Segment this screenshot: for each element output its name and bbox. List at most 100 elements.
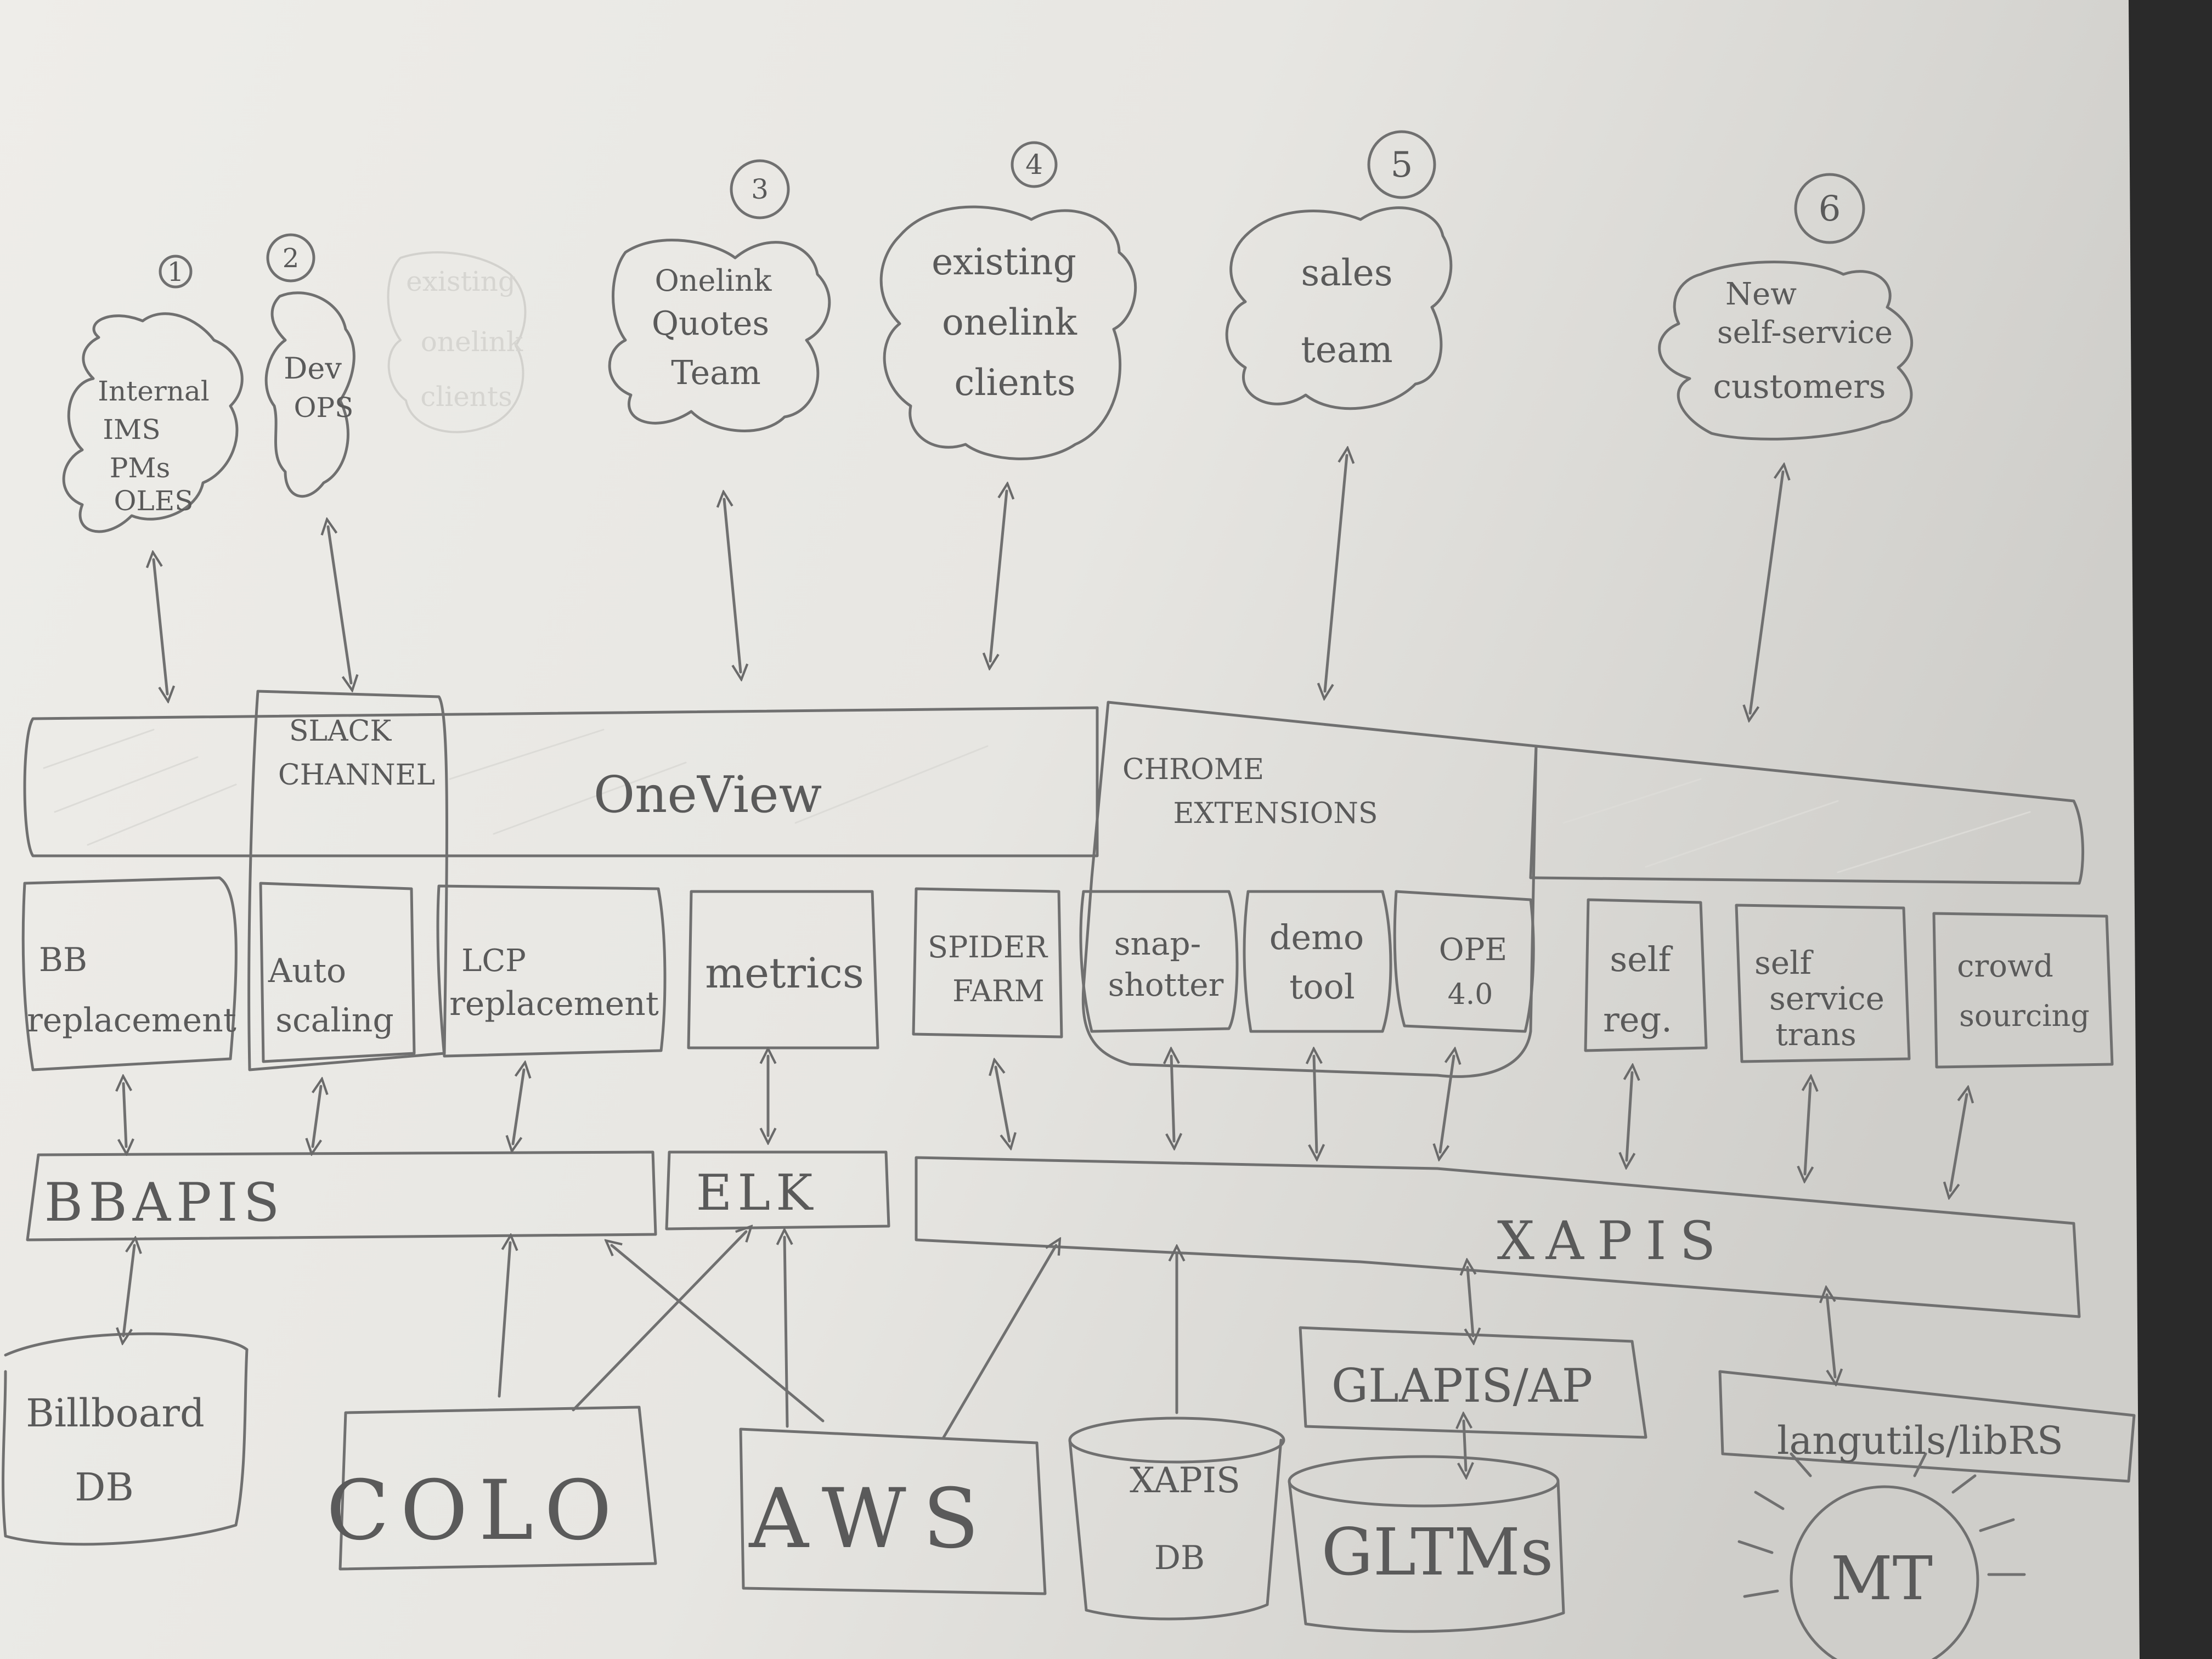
stakeholder-arrows bbox=[154, 455, 1783, 713]
component-lcp-line-2: replacement bbox=[449, 985, 659, 1023]
component-sst-line-2: service bbox=[1769, 980, 1884, 1017]
component-selfreg-line-1: self bbox=[1610, 939, 1673, 979]
cloud-shape bbox=[879, 205, 1137, 460]
component-boxes bbox=[21, 876, 2114, 1071]
component-sst-line-3: trans bbox=[1775, 1017, 1856, 1053]
number-circle bbox=[159, 255, 193, 289]
stakeholder-2 bbox=[264, 233, 356, 498]
number-circle bbox=[1011, 141, 1058, 188]
billboard-db-line-1: Billboard bbox=[26, 1391, 205, 1436]
stakeholder-2-number: 2 bbox=[283, 243, 300, 274]
stakeholder-6 bbox=[1658, 173, 1914, 441]
bbapis-label: BBAPIS bbox=[44, 1172, 285, 1233]
component-snap-line-2: shotter bbox=[1108, 966, 1224, 1003]
component-selfreg-line-2: reg. bbox=[1603, 1000, 1672, 1040]
cloud-shape bbox=[1225, 206, 1453, 410]
stakeholder-5-line-1: sales bbox=[1301, 252, 1392, 294]
stakeholder-2-line-1: Dev bbox=[284, 351, 342, 386]
component-auto-line-1: Auto bbox=[268, 952, 346, 990]
stakeholder-1-line-1: Internal bbox=[98, 375, 210, 407]
elk-label: ELK bbox=[696, 1164, 819, 1222]
stakeholder-1-number: 1 bbox=[167, 257, 184, 287]
stakeholder-1 bbox=[62, 255, 244, 533]
number-circle bbox=[730, 159, 790, 219]
xapis-label: XAPIS bbox=[1497, 1210, 1729, 1272]
stakeholder-5 bbox=[1225, 130, 1453, 410]
component-auto-line-2: scaling bbox=[275, 1001, 394, 1040]
component-demo-line-2: tool bbox=[1289, 967, 1355, 1007]
slack-channel-line-2: CHANNEL bbox=[278, 759, 435, 792]
faint-cloud bbox=[387, 251, 527, 433]
stakeholder-4-line-1: existing bbox=[932, 241, 1076, 283]
number-circle bbox=[1367, 130, 1436, 199]
hatching bbox=[43, 729, 2031, 873]
stakeholder-1-line-4: OLES bbox=[114, 485, 194, 517]
stakeholder-4-line-2: onelink bbox=[942, 301, 1077, 343]
oneview-bar bbox=[23, 706, 1099, 857]
component-crowd-line-2: sourcing bbox=[1959, 998, 2090, 1033]
stakeholder-6-line-2: self-service bbox=[1717, 315, 1893, 351]
elk-bar bbox=[665, 1150, 890, 1231]
stakeholder-4 bbox=[879, 141, 1137, 460]
component-demo-line-1: demo bbox=[1269, 917, 1364, 957]
chrome-extensions-line-1: CHROME bbox=[1122, 753, 1264, 786]
component-api-arrows bbox=[123, 1056, 1967, 1190]
xapis-db-line-2: DB bbox=[1154, 1539, 1205, 1577]
stakeholder-2-line-2: OPS bbox=[294, 392, 354, 424]
oneview-label: OneView bbox=[594, 765, 822, 824]
backend-arrows bbox=[123, 1245, 1835, 1470]
self-service-bar bbox=[1529, 744, 2085, 885]
one-way-arrows bbox=[498, 1232, 1177, 1439]
component-bb-line-2: replacement bbox=[27, 1001, 236, 1040]
cloud-shape bbox=[1658, 261, 1914, 441]
stakeholder-4-number: 4 bbox=[1025, 149, 1043, 180]
cloud-shape bbox=[62, 312, 244, 533]
stakeholder-6-line-3: customers bbox=[1713, 368, 1886, 406]
stakeholder-3 bbox=[608, 159, 831, 432]
gltms-shape bbox=[1288, 1455, 1565, 1633]
component-ope-line-1: OPE bbox=[1439, 932, 1507, 968]
xapis-bar bbox=[915, 1156, 2081, 1318]
cloud-shape bbox=[264, 291, 356, 498]
stakeholder-4-line-3: clients bbox=[954, 362, 1075, 404]
component-lcp-line-1: LCP bbox=[461, 943, 526, 979]
component-bb-line-1: BB bbox=[39, 941, 87, 979]
stakeholder-3-number: 3 bbox=[751, 173, 769, 205]
component-spider-line-2: FARM bbox=[952, 974, 1045, 1008]
slack-channel-line-1: SLACK bbox=[289, 715, 392, 748]
stakeholder-6-line-1: New bbox=[1725, 276, 1797, 312]
number-circle bbox=[266, 233, 315, 283]
faint-note-line-1: existing bbox=[406, 266, 516, 297]
stakeholder-3-line-3: Team bbox=[671, 354, 761, 392]
xapis-db-shape bbox=[1068, 1417, 1285, 1621]
xapis-db-line-1: XAPIS bbox=[1130, 1460, 1240, 1501]
colo-label: COLO bbox=[326, 1463, 623, 1559]
stakeholder-5-line-2: team bbox=[1301, 329, 1393, 371]
paper-sheet bbox=[0, 0, 2140, 1659]
number-circle bbox=[1794, 173, 1865, 244]
glapis-label: GLAPIS/AP bbox=[1331, 1359, 1593, 1413]
stakeholder-5-number: 5 bbox=[1391, 145, 1413, 185]
stakeholder-3-line-2: Quotes bbox=[652, 304, 769, 343]
chrome-extensions-line-2: EXTENSIONS bbox=[1173, 797, 1378, 830]
component-snap-line-1: snap- bbox=[1114, 925, 1201, 962]
glapis-box bbox=[1299, 1326, 1647, 1439]
mt-sun bbox=[1737, 1452, 2026, 1659]
faint-note-line-3: clients bbox=[420, 381, 512, 413]
cloud-shape bbox=[608, 239, 831, 432]
slack-channel-box bbox=[247, 690, 448, 1071]
colo-box bbox=[338, 1406, 657, 1571]
stakeholder-1-line-3: PMs bbox=[110, 452, 171, 484]
aws-label: AWS bbox=[748, 1471, 995, 1567]
component-sst-line-1: self bbox=[1754, 944, 1814, 981]
stakeholder-6-number: 6 bbox=[1819, 189, 1841, 229]
bbapis-bar bbox=[26, 1150, 657, 1242]
mt-label: MT bbox=[1831, 1543, 1933, 1613]
langutils-label: langutils/libRS bbox=[1777, 1418, 2063, 1463]
aws-box bbox=[739, 1427, 1047, 1595]
mt-circle bbox=[1790, 1485, 1979, 1659]
component-crowd-line-1: crowd bbox=[1957, 949, 2053, 984]
billboard-db-line-2: DB bbox=[75, 1465, 134, 1510]
gltms-label: GLTMs bbox=[1321, 1514, 1553, 1590]
